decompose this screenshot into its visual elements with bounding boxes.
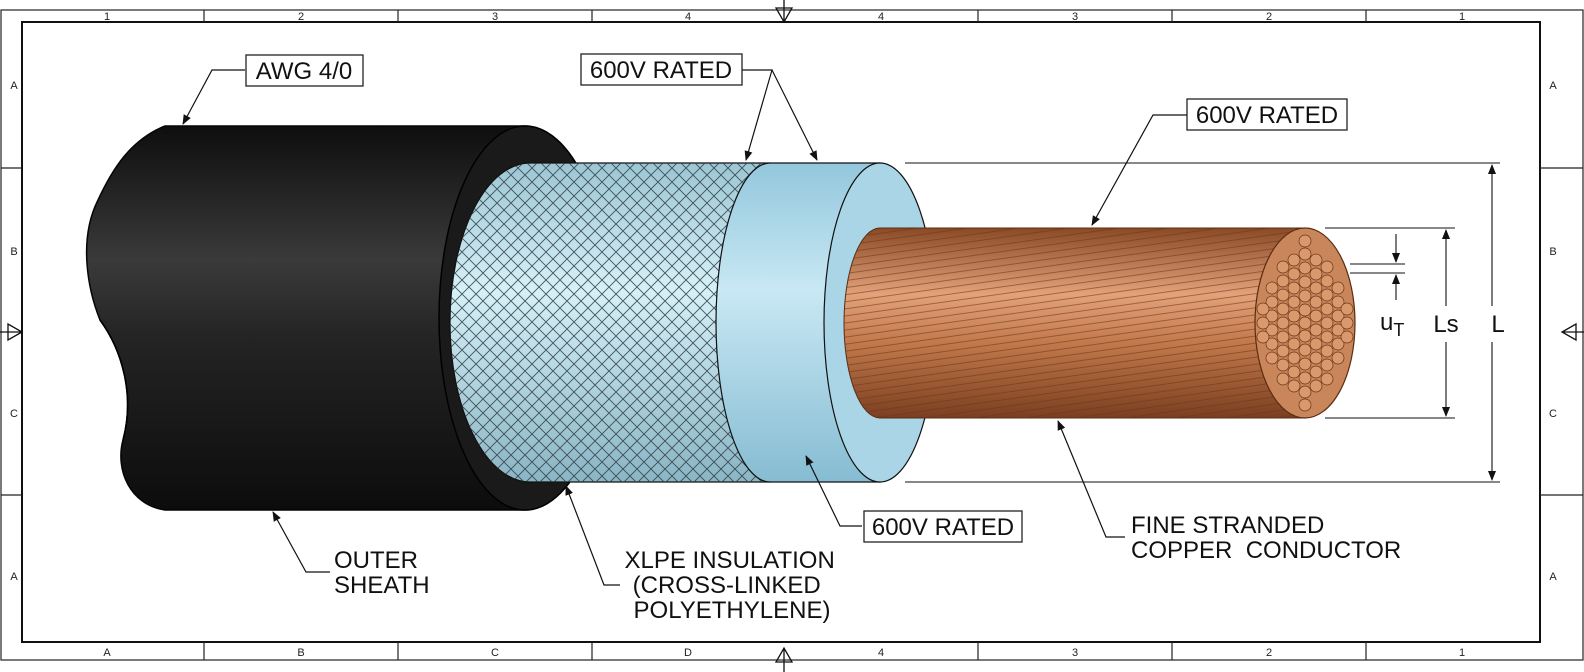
callout-xlpe: XLPE INSULATION (CROSS-LINKED POLYETHYLE… [625, 547, 842, 624]
callout-rated-conductor: 600V RATED [1186, 98, 1348, 131]
callout-rated-insulation-text: 600V RATED [872, 514, 1014, 541]
dim-label-overall: L [1491, 311, 1504, 338]
xlpe-braid [449, 162, 771, 483]
callout-conductor: FINE STRANDED COPPER CONDUCTOR [1131, 512, 1401, 564]
outer-sheath-line-1: OUTER [334, 547, 418, 574]
zone-top-2: 2 [298, 11, 304, 23]
zone-bottom-5: 4 [878, 647, 884, 659]
leader-xlpe [565, 485, 620, 586]
leader-outer-sheath [272, 511, 330, 573]
outer-sheath-line-2: SHEATH [334, 572, 430, 599]
conductor-line-2: COPPER CONDUCTOR [1131, 537, 1401, 564]
leader-awg [182, 69, 245, 125]
zone-bottom-1: A [103, 647, 111, 659]
callout-awg-text: AWG 4/0 [256, 58, 352, 85]
leader-rated-conductor [1091, 114, 1187, 226]
zone-right-4: A [1549, 571, 1557, 583]
dimensions [905, 162, 1500, 483]
zone-top-5: 4 [878, 11, 884, 23]
zone-top-6: 3 [1072, 11, 1078, 23]
frame-outer-border [0, 9, 1584, 661]
zone-top-7: 2 [1266, 11, 1272, 23]
strand-ends [1256, 234, 1354, 412]
zone-left-1: A [10, 80, 18, 92]
center-mark-right [1560, 322, 1584, 342]
callout-rated-braid: 600V RATED [580, 53, 743, 86]
zone-bottom-8: 1 [1459, 647, 1465, 659]
xlpe-line-1: XLPE INSULATION [625, 547, 835, 574]
leader-conductor [1057, 420, 1125, 538]
zone-top-1: 1 [104, 11, 110, 23]
dim-label-strand-main: u [1380, 309, 1393, 336]
callout-rated-conductor-text: 600V RATED [1196, 102, 1338, 129]
callout-rated-insulation: 600V RATED [863, 510, 1023, 543]
zone-bottom-3: C [491, 647, 499, 659]
cable-illustration [85, 125, 1356, 511]
copper-conductor [843, 227, 1356, 419]
zone-bottom-6: 3 [1072, 647, 1078, 659]
zone-left-3: C [10, 408, 18, 420]
leader-rated-insulation [805, 455, 862, 527]
leader-rated-braid-b [771, 69, 818, 161]
dim-label-strand-length: Ls [1433, 311, 1458, 338]
sheath-cut-edge [99, 319, 129, 441]
zone-top-8: 1 [1459, 11, 1465, 23]
dim-label-strand: uT [1380, 309, 1404, 340]
zone-top-3: 3 [492, 11, 498, 23]
center-mark-left [0, 322, 24, 342]
zone-right-2: B [1549, 246, 1556, 258]
zone-bottom-7: 2 [1266, 647, 1272, 659]
zone-left-2: B [10, 246, 17, 258]
center-mark-bottom [774, 646, 794, 672]
callout-outer-sheath: OUTER SHEATH [334, 547, 430, 599]
zone-right-1: A [1549, 80, 1557, 92]
zone-right-3: C [1549, 408, 1557, 420]
xlpe-line-3: POLYETHYLENE) [634, 597, 831, 624]
zone-bottom-2: B [297, 647, 304, 659]
leader-rated-braid-a [742, 69, 773, 161]
zone-bottom-4: D [684, 647, 692, 659]
leader-lines [182, 69, 1187, 586]
callout-rated-braid-text: 600V RATED [590, 57, 732, 84]
xlpe-line-2: (CROSS-LINKED [633, 572, 821, 599]
zone-top-4: 4 [685, 11, 691, 23]
conductor-line-1: FINE STRANDED [1131, 512, 1324, 539]
zone-left-4: A [10, 571, 18, 583]
center-mark-top [774, 0, 794, 24]
dim-label-strand-sub: T [1393, 320, 1404, 340]
callout-awg: AWG 4/0 [245, 54, 364, 87]
